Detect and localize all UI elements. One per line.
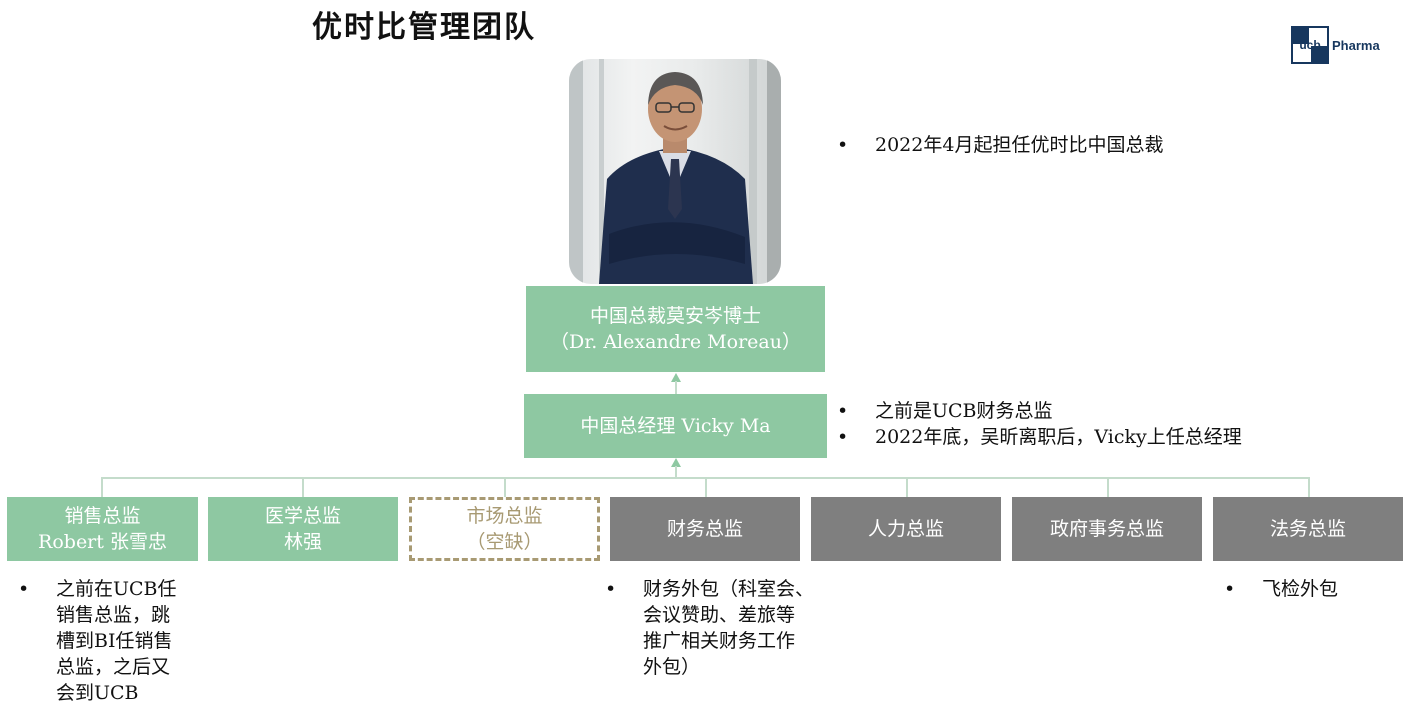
- ceo-photo: [569, 59, 781, 284]
- gm-label: 中国总经理 Vicky Ma: [580, 415, 771, 437]
- ceo-name: （Dr. Alexandre Moreau）: [550, 331, 801, 353]
- bullet-icon: •: [837, 134, 849, 156]
- director-title: 医学总监: [264, 505, 341, 527]
- note-line: 之前在UCB任: [56, 578, 177, 600]
- legal-notes: • 飞检外包: [1224, 576, 1338, 602]
- connector-drop: [705, 477, 707, 497]
- director-name: 林强: [283, 531, 322, 553]
- list-item: • 之前是UCB财务总监: [837, 398, 1242, 424]
- connector-drop: [906, 477, 908, 497]
- connector-drop: [504, 477, 506, 497]
- connector-drop: [101, 477, 103, 497]
- page-title: 优时比管理团队: [312, 10, 536, 45]
- director-title: 人力总监: [867, 518, 944, 540]
- director-government-affairs-box: 政府事务总监: [1012, 497, 1202, 561]
- note-line: 会议赞助、差旅等: [643, 604, 796, 626]
- note-text: 2022年底，吴昕离职后，Vicky上任总经理: [875, 426, 1242, 448]
- ceo-notes: • 2022年4月起担任优时比中国总裁: [837, 132, 1163, 158]
- bullet-icon: •: [837, 426, 849, 448]
- bullet-icon: •: [1224, 578, 1236, 600]
- ucb-logo-mark: ucb: [1291, 26, 1329, 64]
- bullet-icon: •: [605, 578, 617, 600]
- ceo-portrait-image: [569, 59, 781, 284]
- connector-drop: [1107, 477, 1109, 497]
- director-sales-box: 销售总监 Robert 张雪忠: [7, 497, 198, 561]
- bullet-icon: •: [18, 578, 30, 600]
- gm-box: 中国总经理 Vicky Ma: [524, 394, 827, 458]
- list-item: • 财务外包（科室会、 会议赞助、差旅等 推广相关财务工作 外包）: [605, 576, 814, 680]
- svg-text:ucb: ucb: [1299, 38, 1320, 52]
- connector-bus-gm: [675, 466, 677, 478]
- director-finance-box: 财务总监: [610, 497, 800, 561]
- sales-notes: • 之前在UCB任 销售总监，跳 槽到BI任销售 总监，之后又 会到UCB: [18, 576, 177, 706]
- director-title: 财务总监: [666, 518, 743, 540]
- note-text: 2022年4月起担任优时比中国总裁: [875, 134, 1164, 156]
- arrow-bus-to-gm: [671, 458, 681, 467]
- logo-text: Pharma: [1332, 37, 1380, 53]
- ceo-box: 中国总裁莫安岑博士 （Dr. Alexandre Moreau）: [526, 286, 825, 372]
- director-name: （空缺）: [466, 531, 543, 553]
- director-title: 法务总监: [1269, 518, 1346, 540]
- list-item: • 2022年底，吴昕离职后，Vicky上任总经理: [837, 424, 1242, 450]
- director-name: Robert 张雪忠: [38, 531, 167, 553]
- director-hr-box: 人力总监: [811, 497, 1001, 561]
- director-title: 市场总监: [466, 505, 543, 527]
- note-text: 之前是UCB财务总监: [875, 400, 1053, 422]
- note-line: 财务外包（科室会、: [643, 578, 815, 600]
- note-line: 推广相关财务工作: [643, 630, 796, 652]
- list-item: • 之前在UCB任 销售总监，跳 槽到BI任销售 总监，之后又 会到UCB: [18, 576, 177, 706]
- note-line: 外包）: [643, 656, 701, 678]
- list-item: • 2022年4月起担任优时比中国总裁: [837, 132, 1163, 158]
- director-legal-box: 法务总监: [1213, 497, 1403, 561]
- note-text: 财务外包（科室会、 会议赞助、差旅等 推广相关财务工作 外包）: [643, 576, 814, 680]
- connector-drop: [302, 477, 304, 497]
- connector-gm-ceo: [675, 381, 677, 394]
- gm-notes: • 之前是UCB财务总监 • 2022年底，吴昕离职后，Vicky上任总经理: [837, 398, 1242, 450]
- director-title: 销售总监: [64, 505, 141, 527]
- arrow-gm-to-ceo: [671, 373, 681, 382]
- director-medical-box: 医学总监 林强: [208, 497, 398, 561]
- note-text: 之前在UCB任 销售总监，跳 槽到BI任销售 总监，之后又 会到UCB: [56, 576, 177, 706]
- bullet-icon: •: [837, 400, 849, 422]
- connector-drop: [1308, 477, 1310, 497]
- note-line: 槽到BI任销售: [56, 630, 173, 652]
- ceo-title: 中国总裁莫安岑博士: [589, 305, 761, 327]
- note-line: 会到UCB: [56, 682, 139, 704]
- ucb-logo: ucb Pharma: [1290, 24, 1380, 66]
- note-line: 销售总监，跳: [56, 604, 171, 626]
- note-line: 总监，之后又: [56, 656, 171, 678]
- finance-notes: • 财务外包（科室会、 会议赞助、差旅等 推广相关财务工作 外包）: [605, 576, 814, 680]
- note-text: 飞检外包: [1262, 578, 1339, 600]
- director-title: 政府事务总监: [1049, 518, 1164, 540]
- director-marketing-box: 市场总监 （空缺）: [409, 497, 600, 561]
- list-item: • 飞检外包: [1224, 576, 1338, 602]
